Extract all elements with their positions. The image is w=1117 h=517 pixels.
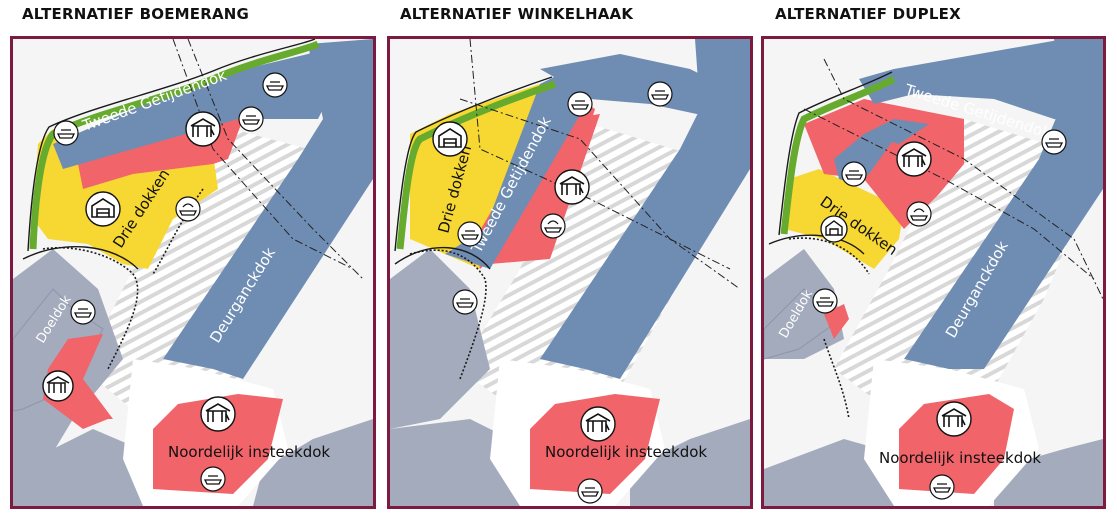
container-terminal — [824, 304, 849, 339]
crane-icon — [896, 141, 932, 177]
panel-title-duplex: ALTERNATIEF DUPLEX — [775, 5, 961, 23]
crane-icon — [554, 169, 590, 205]
ship-icon — [567, 91, 593, 117]
ship-icon — [647, 81, 673, 107]
ship-icon — [929, 474, 955, 500]
map-panel-boemerang: Tweede Getijdendok Drie dokken Deurganck… — [10, 36, 376, 509]
ship-icon — [457, 221, 483, 247]
green-dike — [396, 80, 557, 250]
crane-icon — [580, 406, 616, 442]
multipurpose-terminal — [784, 169, 904, 269]
label-noordelijk-insteekdok: Noordelijk insteekdok — [879, 449, 1041, 467]
tweede-getijdendok-water — [53, 44, 338, 169]
ship-icon — [812, 288, 838, 314]
ship-icon — [70, 299, 96, 325]
panel-title-winkelhaak: ALTERNATIEF WINKELHAAK — [400, 5, 634, 23]
crane-icon — [42, 370, 74, 402]
green-dike — [29, 40, 320, 250]
ship-icon — [238, 106, 264, 132]
container-terminal — [804, 99, 964, 229]
panel-title-boemerang: ALTERNATIEF BOEMERANG — [22, 5, 250, 23]
ship-icon — [452, 289, 478, 315]
ship-icon — [577, 478, 603, 504]
quay-area — [253, 419, 373, 506]
ship-icon — [200, 466, 226, 492]
map-panel-duplex: Tweede Getijdendok Drie dokken Deurganck… — [761, 36, 1106, 509]
green-dike — [780, 75, 896, 235]
noordelijk-insteekdok-terminal — [153, 394, 283, 494]
warehouse-icon — [432, 121, 468, 157]
crane-icon — [185, 111, 221, 147]
ship-icon — [841, 161, 867, 187]
quay-area — [630, 419, 750, 506]
map-panel-winkelhaak: Drie dokken Tweede Getijdendok Noordelij… — [387, 36, 753, 509]
noordelijk-insteekdok-terminal — [899, 394, 1014, 494]
deurganckdok-water — [163, 39, 373, 379]
label-noordelijk-insteekdok: Noordelijk insteekdok — [545, 443, 707, 461]
quay-area — [994, 439, 1103, 506]
deurganckdok-water — [540, 39, 750, 379]
noordelijk-insteekdok-terminal — [530, 394, 660, 494]
tweede-getijdendok-water — [445, 69, 595, 269]
container-terminal — [43, 334, 113, 429]
bulk-ship-icon — [540, 213, 566, 239]
warehouse-icon — [820, 215, 848, 243]
crane-icon — [936, 401, 972, 437]
ship-icon — [1041, 129, 1067, 155]
tweede-getijdendok-water — [859, 39, 1103, 129]
crane-icon — [200, 396, 236, 432]
bulk-ship-icon — [906, 201, 932, 227]
bulk-ship-icon — [175, 196, 201, 222]
ship-icon — [53, 120, 79, 146]
warehouse-icon — [85, 191, 121, 227]
ship-icon — [262, 72, 288, 98]
deurganckdok-water — [904, 39, 1103, 369]
label-noordelijk-insteekdok: Noordelijk insteekdok — [168, 443, 330, 461]
